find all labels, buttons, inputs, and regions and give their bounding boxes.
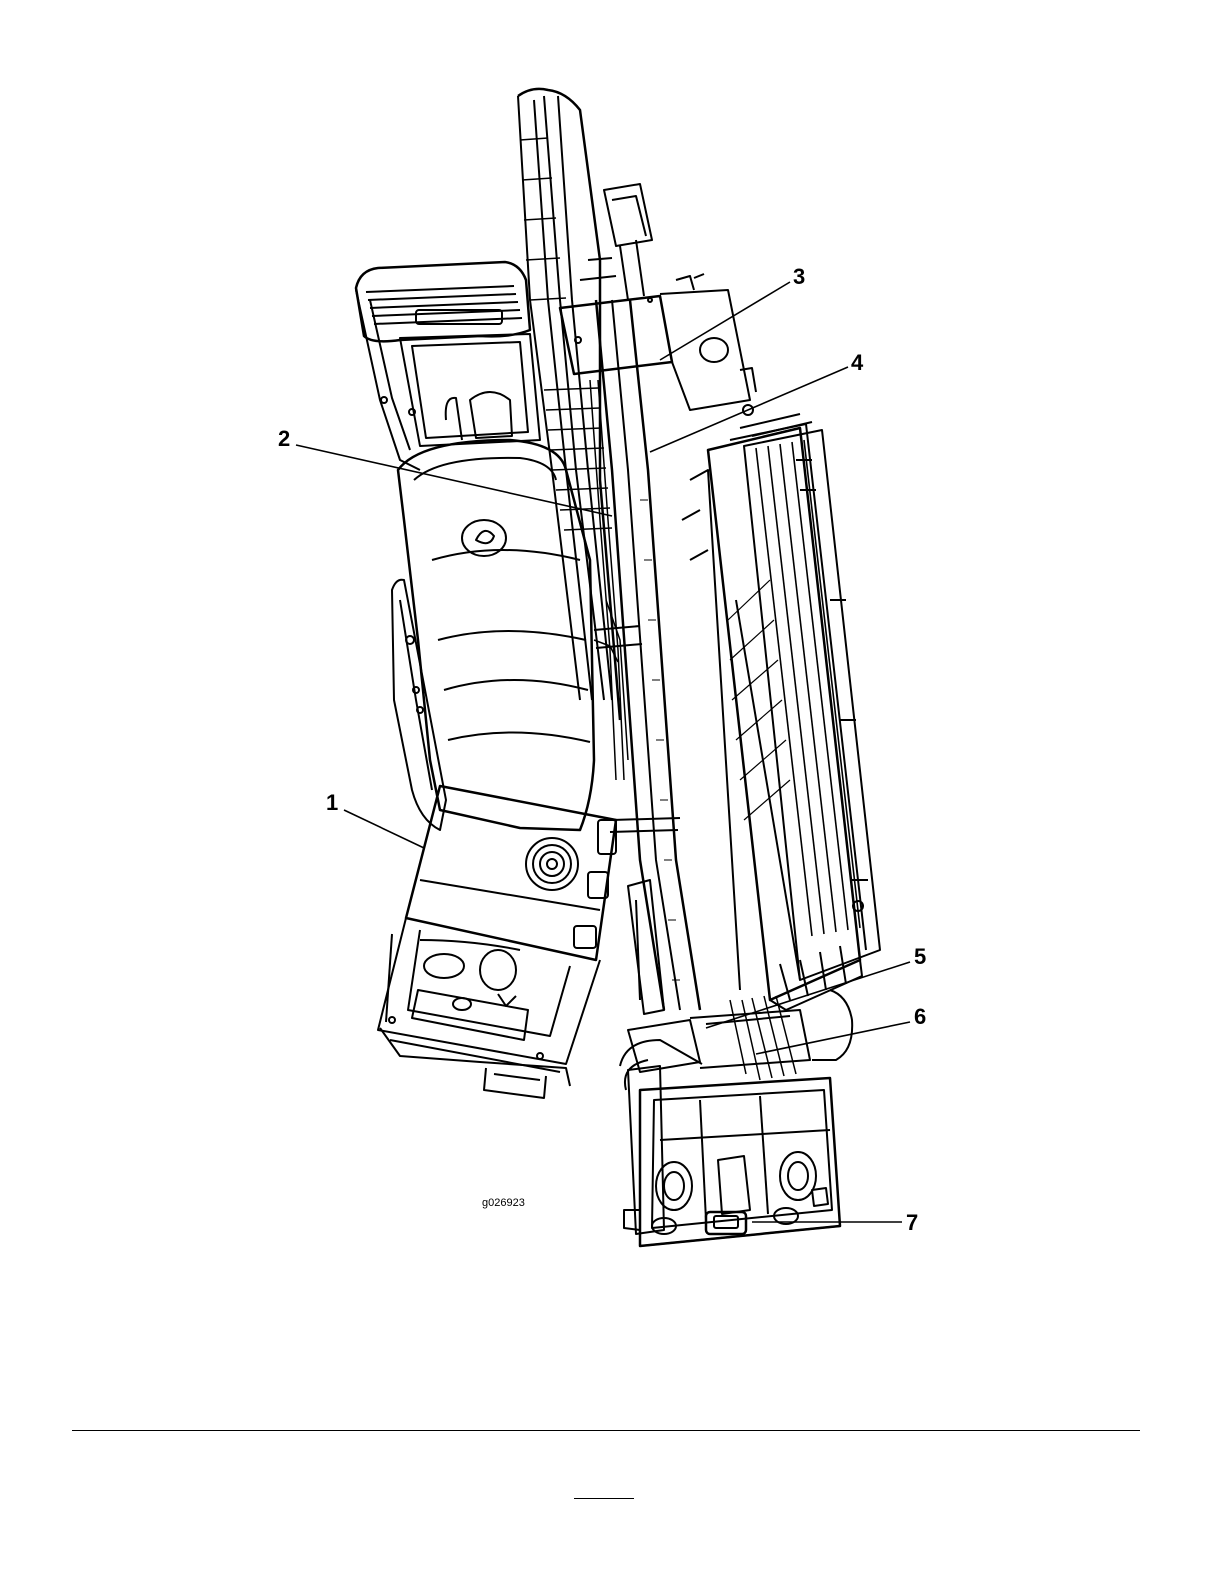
rod-box bbox=[682, 405, 880, 1010]
front-frame bbox=[620, 990, 852, 1246]
footer-rule bbox=[72, 1430, 1140, 1431]
callout-2: 2 bbox=[278, 428, 290, 450]
leader-6 bbox=[756, 1022, 910, 1054]
callout-1: 1 bbox=[326, 792, 338, 814]
callout-5: 5 bbox=[914, 946, 926, 968]
leader-5 bbox=[706, 962, 910, 1028]
callout-6: 6 bbox=[914, 1006, 926, 1028]
callout-4: 4 bbox=[851, 352, 863, 374]
page-number-rule bbox=[574, 1498, 634, 1499]
callout-7: 7 bbox=[906, 1212, 918, 1234]
figure-code: g026923 bbox=[482, 1197, 525, 1209]
leader-1 bbox=[344, 810, 424, 848]
callout-3: 3 bbox=[793, 266, 805, 288]
